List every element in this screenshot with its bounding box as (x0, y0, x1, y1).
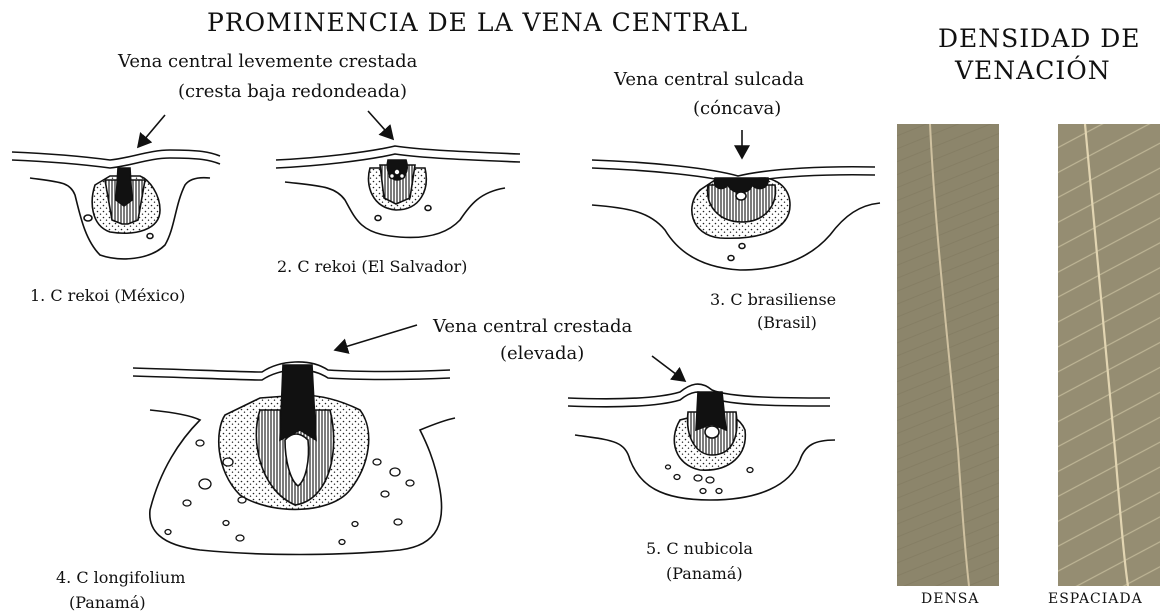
leaf-photo-dense (897, 124, 999, 586)
annotation-arrows (138, 111, 742, 381)
arrow-to-specimen-1 (138, 115, 165, 147)
specimen-2-drawing (276, 146, 520, 237)
specimen-5-drawing (568, 384, 835, 500)
leaf-photo-spaced (1058, 124, 1160, 586)
arrow-to-specimen-4 (335, 325, 417, 350)
specimen-4-drawing (133, 362, 455, 555)
specimen-3-drawing (592, 160, 880, 270)
arrow-to-specimen-2 (368, 111, 393, 139)
specimen-1-drawing (12, 150, 220, 259)
arrow-to-specimen-5 (652, 356, 685, 381)
